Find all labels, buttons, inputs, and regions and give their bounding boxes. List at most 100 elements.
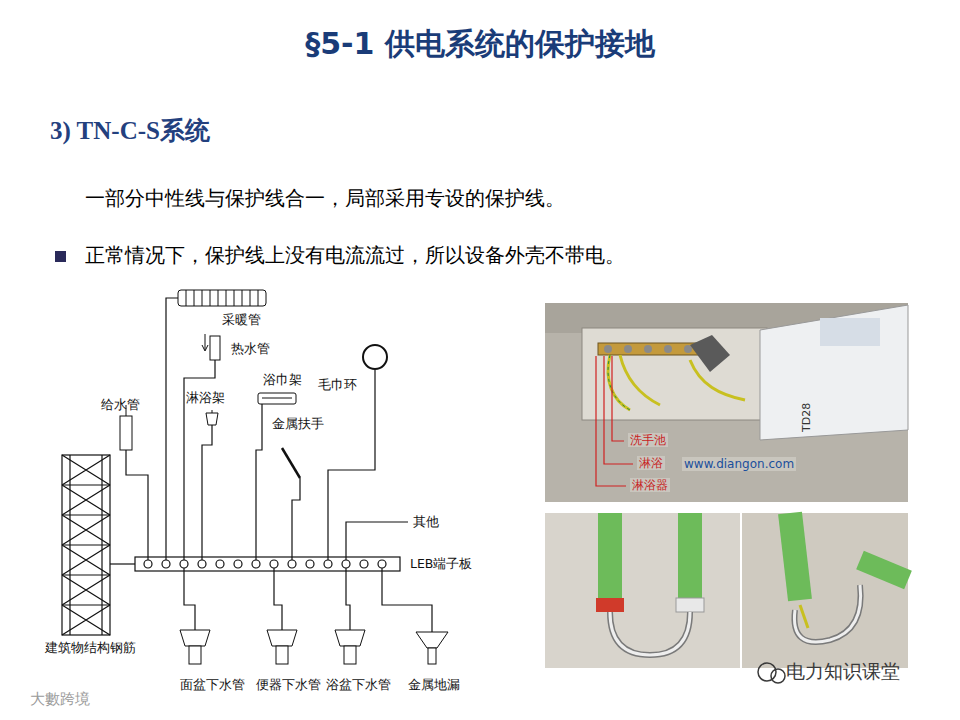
leb-terminal-board [360,560,368,568]
bullet-square [55,251,66,262]
part-label: LEB端子板 [410,556,472,571]
bonding-wire [126,450,148,560]
photo-terminal-box [684,345,692,353]
part-label: 便器下水管 [256,677,321,692]
photo-terminal-box [608,355,745,410]
towel-bar [258,393,296,404]
leb-terminal-board [234,560,242,568]
photo-pipe-bonding [790,513,800,600]
photo-label: 洗手池 [628,433,668,447]
watermark-icon [771,669,785,683]
photo-pipe-bonding [598,513,622,608]
radiator [186,290,258,306]
bonding-wire [110,298,432,632]
photo-pipe-bonding [800,605,808,628]
photo-pipe-bonding [545,513,740,668]
photo-pipe-bonding [794,585,860,642]
hot-water-pipe [202,334,220,360]
plate-label: TD28 [800,403,813,432]
photo-leader-line [596,356,626,486]
leb-terminal-board [252,560,260,568]
photo-terminal-box [608,355,630,410]
bonding-wire [184,568,195,630]
photo-label: 淋浴器 [630,478,670,492]
photo-pipe-bonding [545,513,908,668]
shower-head [206,413,218,425]
part-label: 采暖管 [222,312,261,327]
photo-leader-line [596,356,633,486]
handrail [282,448,300,478]
bonding-wire [256,404,262,560]
leb-terminal-board [342,560,350,568]
photo-pipe-bonding [860,560,908,580]
photo-pipe-bonding [610,612,690,655]
bonding-wire [166,298,178,560]
steel-lattice [62,455,110,635]
part-label: 浴盆下水管 [326,677,391,692]
bonding-wire [292,478,300,560]
leb-terminal-board [306,560,314,568]
drain-fixtures [335,630,365,646]
drain-fixtures [267,630,297,646]
part-label: 热水管 [231,341,270,356]
part-label: 金属扶手 [272,416,324,431]
bonding-wire [346,568,350,630]
photo-terminal-box [624,345,632,353]
drain-fixtures [428,648,436,664]
water-pipe [120,416,132,450]
part-label: 淋浴架 [186,390,225,405]
steel-lattice [62,455,110,635]
leb-terminal-board [324,560,332,568]
towel-ring [363,345,387,369]
bonding-wire [346,522,408,560]
drain-fixtures [180,630,210,646]
handrail [282,448,300,478]
part-label: 给水管 [101,397,140,412]
photo-terminal-box [760,305,908,440]
steel-lattice [62,485,110,605]
slide-title: §5-1 供电系统的保护接地 [0,26,960,62]
drain-fixtures [276,646,288,664]
shower-head [206,410,218,425]
part-label: 建筑物结构钢筋 [45,640,136,655]
photo-terminal-box [644,345,652,353]
part-label: 其他 [413,514,439,529]
radiator [178,290,266,306]
bullet-square [55,251,66,262]
photo-pipe-bonding [794,585,860,642]
watermark-icon [758,663,785,683]
photo-terminal-box [604,345,612,353]
leb-terminal-board [135,557,400,571]
section-heading: 3) TN-C-S系统 [50,116,210,146]
photo-leader-line [604,356,633,464]
watermark: 电力知识课堂 [786,660,900,683]
leb-terminal-board [144,560,152,568]
photo-pipe-bonding [676,598,704,612]
bullet-text: 正常情况下，保护线上没有电流流过，所以设备外壳不带电。 [85,243,625,267]
body-text: 一部分中性线与保护线合一，局部采用专设的保护线。 [85,186,565,210]
towel-bar [262,398,292,399]
photo-label: 淋浴 [637,456,665,470]
drain-fixtures [416,632,448,648]
photo-terminal-box [582,328,767,420]
watermark: 大數跨境 [30,690,90,708]
leb-terminal-board [162,560,170,568]
leb-terminal-board [180,560,188,568]
photo-pipe-bonding [610,612,690,655]
drain-fixtures [189,646,201,664]
photo-pipe-bonding [678,513,702,608]
photo-terminal-box [545,303,908,502]
towel-ring [363,345,387,369]
watermark-icon [758,663,776,681]
bonding-wire [110,563,135,564]
part-label: 毛巾环 [318,377,357,392]
leb-terminal-board [288,560,296,568]
photo-pipe-bonding [742,513,908,668]
photo-terminal-box [664,345,672,353]
photo-pipe-bonding [596,598,624,612]
photo-terminal-box [690,335,730,372]
photo-leader-line [612,356,624,441]
drain-fixtures [180,630,448,664]
